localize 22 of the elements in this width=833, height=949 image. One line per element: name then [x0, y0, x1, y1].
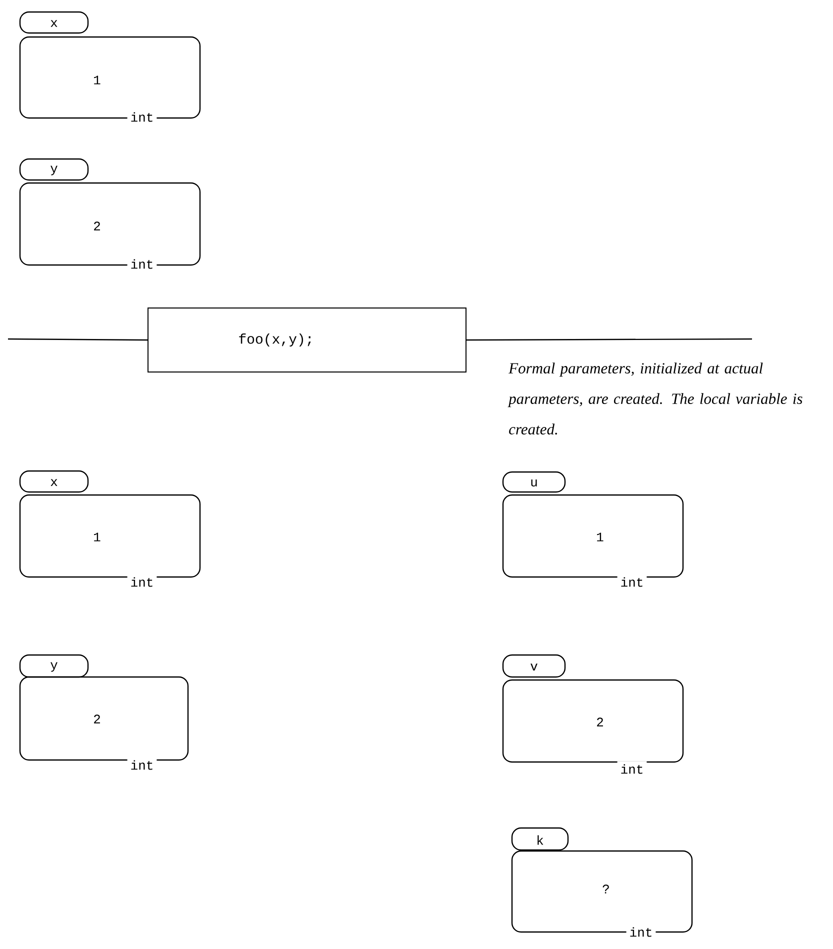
- variable-box: y 2 int: [19, 158, 201, 272]
- node-label: int: [621, 577, 642, 587]
- node-label: y: [50, 662, 58, 672]
- variable-box: k ? int: [511, 827, 693, 940]
- node-label: int: [131, 577, 152, 587]
- variable-box: x 1 int: [19, 470, 201, 590]
- node-label: int: [131, 760, 152, 770]
- node-label: k: [538, 835, 544, 845]
- note-text: Formal parameters, initialized at actual parameters, are created. The local variable is created.: [508, 362, 802, 435]
- node-label: int: [621, 764, 642, 774]
- node-label: y: [50, 166, 58, 176]
- node-label: x: [50, 479, 58, 486]
- node-label: u: [531, 480, 537, 486]
- variable-box: y 2 int: [19, 654, 189, 773]
- variable-box: u 1 int: [502, 471, 684, 590]
- statement-box: foo(x,y);: [148, 308, 466, 372]
- line: [8, 338, 148, 341]
- variable-box: v 2 int: [502, 654, 684, 777]
- line: [466, 338, 752, 341]
- variable-box: x 1 int: [19, 11, 201, 125]
- node-label: v: [530, 664, 538, 670]
- node-label: x: [50, 20, 58, 27]
